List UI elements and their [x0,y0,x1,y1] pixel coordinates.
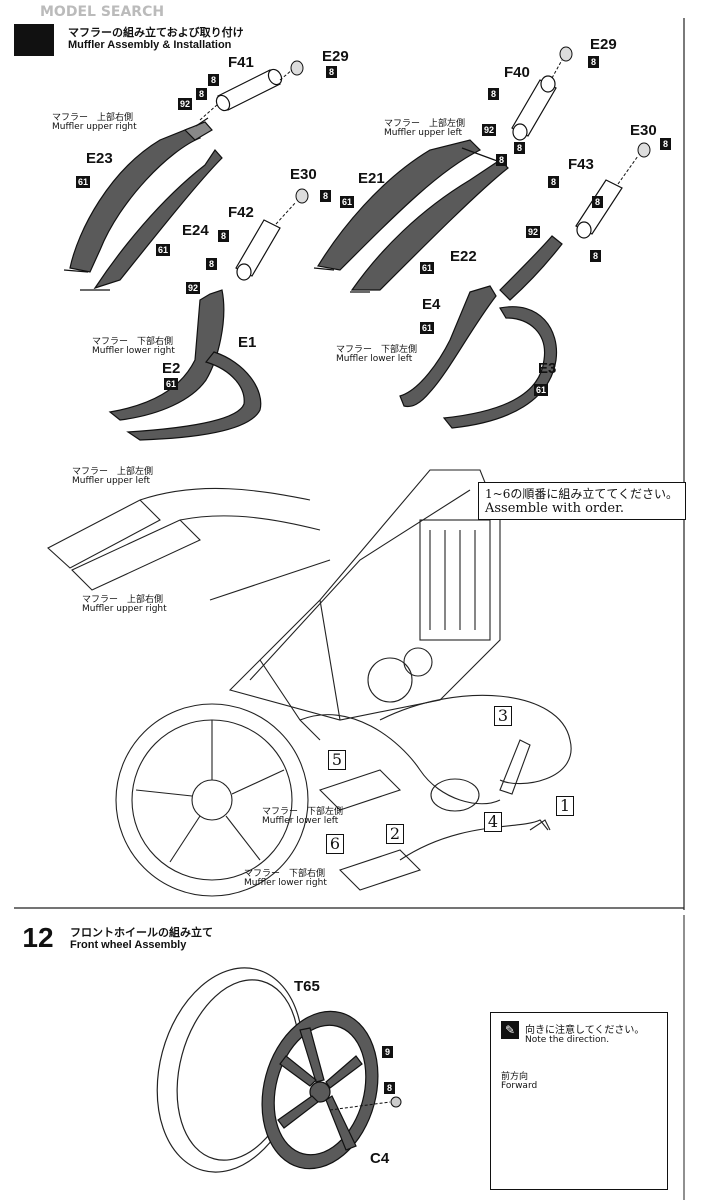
muffler-upper-left-parts [317,139,509,291]
part-f42: F42 [228,204,254,221]
part-e4: E4 [422,296,441,313]
paint-code-badge: 8 [548,176,559,188]
label-lower-left-jp: マフラー 下部左側 [336,345,418,355]
paint-code-badge: 8 [514,142,525,154]
order-step-3: 3 [494,706,512,726]
watermark: MODEL SEARCH [40,4,165,20]
paint-code-badge: 8 [196,88,207,100]
muffler-can-f40 [511,75,557,141]
paint-code-badge: 9 [382,1046,393,1058]
paint-code-badge: 8 [208,74,219,86]
order-note-en: Assemble with order. [485,501,625,516]
label-upper-right-en: Muffler upper right [52,122,137,132]
ctx-lower-right-jp: マフラー 下部右側 [244,869,326,879]
paint-code-badge: 92 [178,98,192,110]
order-note-jp: 1~6の順番に組み立ててください。 [485,487,678,501]
step12-number: 12 [18,922,58,954]
part-e29-left: E29 [322,48,349,65]
muffler-can-f42 [235,219,281,281]
ctx-upper-left-en: Muffler upper left [72,476,151,486]
label-lower-left-en: Muffler lower left [336,354,413,364]
order-step-2: 2 [386,824,404,844]
paint-code-badge: 61 [420,322,434,334]
ctx-lower-left-jp: マフラー 下部左側 [262,807,344,817]
ctx-upper-right-jp: マフラー 上部右側 [82,595,164,605]
part-c4: C4 [370,1150,390,1167]
part-e3: E3 [538,360,557,377]
note-text-jp: 向きに注意してください。 [525,1025,645,1036]
paint-code-badge: 61 [76,176,90,188]
part-e21: E21 [358,170,385,187]
part-e30-left: E30 [290,166,317,183]
muffler-lower-left-parts [399,235,563,429]
ctx-upper-right-en: Muffler upper right [82,604,167,614]
ctx-upper-left-jp: マフラー 上部左側 [72,467,154,477]
label-lower-right-jp: マフラー 下部右側 [92,337,174,347]
end-cap-e30-left [295,188,309,204]
caution-icon: ✎ [501,1021,519,1039]
forward-label-jp: 前方向 [501,1072,529,1082]
order-step-1: 1 [556,796,574,816]
paint-code-badge: 8 [592,196,603,208]
muffler-upper-right-parts [69,121,223,290]
label-upper-left-en: Muffler upper left [384,128,463,138]
paint-code-badge: 61 [156,244,170,256]
label-lower-right-en: Muffler lower right [92,346,175,356]
part-e24: E24 [182,222,209,239]
ctx-lower-right-en: Muffler lower right [244,878,327,888]
part-e23: E23 [86,150,113,167]
paint-code-badge: 8 [320,190,331,202]
order-step-6: 6 [326,834,344,854]
paint-code-badge: 61 [164,378,178,390]
paint-code-badge: 8 [384,1082,395,1094]
front-wheel-c4 [261,1010,379,1170]
paint-code-badge: 8 [206,258,217,270]
order-step-5: 5 [328,750,346,770]
muffler-can-f43 [575,179,623,239]
paint-code-badge: 92 [526,226,540,238]
forward-label-en: Forward [501,1081,538,1091]
step11-title-jp: マフラーの組み立ておよび取り付け [68,26,244,39]
direction-note-box: ✎ 向きに注意してください。 Note the direction. 前方向 F… [490,1012,668,1190]
paint-code-badge: 61 [340,196,354,208]
end-cap-e29-right [559,46,573,62]
end-cap-e29-left [290,60,304,76]
assembly-order-note: 1~6の順番に組み立ててください。 Assemble with order. [478,482,686,520]
paint-code-badge: 8 [326,66,337,78]
part-t65: T65 [294,978,320,995]
paint-code-badge: 8 [660,138,671,150]
part-e29-right: E29 [590,36,617,53]
step11-title-en: Muffler Assembly & Installation [68,39,232,51]
step12-title-en: Front wheel Assembly [70,939,187,951]
part-f40: F40 [504,64,530,81]
paint-code-badge: 61 [420,262,434,274]
part-e2: E2 [162,360,181,377]
paint-code-badge: 92 [186,282,200,294]
paint-code-badge: 8 [496,154,507,166]
muffler-lower-right-parts [108,289,262,441]
order-step-4: 4 [484,812,502,832]
label-upper-left-jp: マフラー 上部左側 [384,119,466,129]
paint-code-badge: 61 [534,384,548,396]
part-f41: F41 [228,54,254,71]
part-e30-right: E30 [630,122,657,139]
part-e1: E1 [238,334,257,351]
step11-icon [14,24,54,56]
label-upper-right-jp: マフラー 上部右側 [52,113,134,123]
motorcycle-line-art [47,469,572,897]
part-f43: F43 [568,156,594,173]
paint-code-badge: 92 [482,124,496,136]
paint-code-badge: 8 [488,88,499,100]
paint-code-badge: 8 [218,230,229,242]
ctx-lower-left-en: Muffler lower left [262,816,339,826]
step12-title-jp: フロントホイールの組み立て [70,926,213,939]
muffler-can-f41 [215,68,283,112]
end-cap-e30-right [637,142,651,158]
paint-code-badge: 8 [588,56,599,68]
part-e22: E22 [450,248,477,265]
note-text-en: Note the direction. [525,1035,610,1045]
paint-code-badge: 8 [590,250,601,262]
